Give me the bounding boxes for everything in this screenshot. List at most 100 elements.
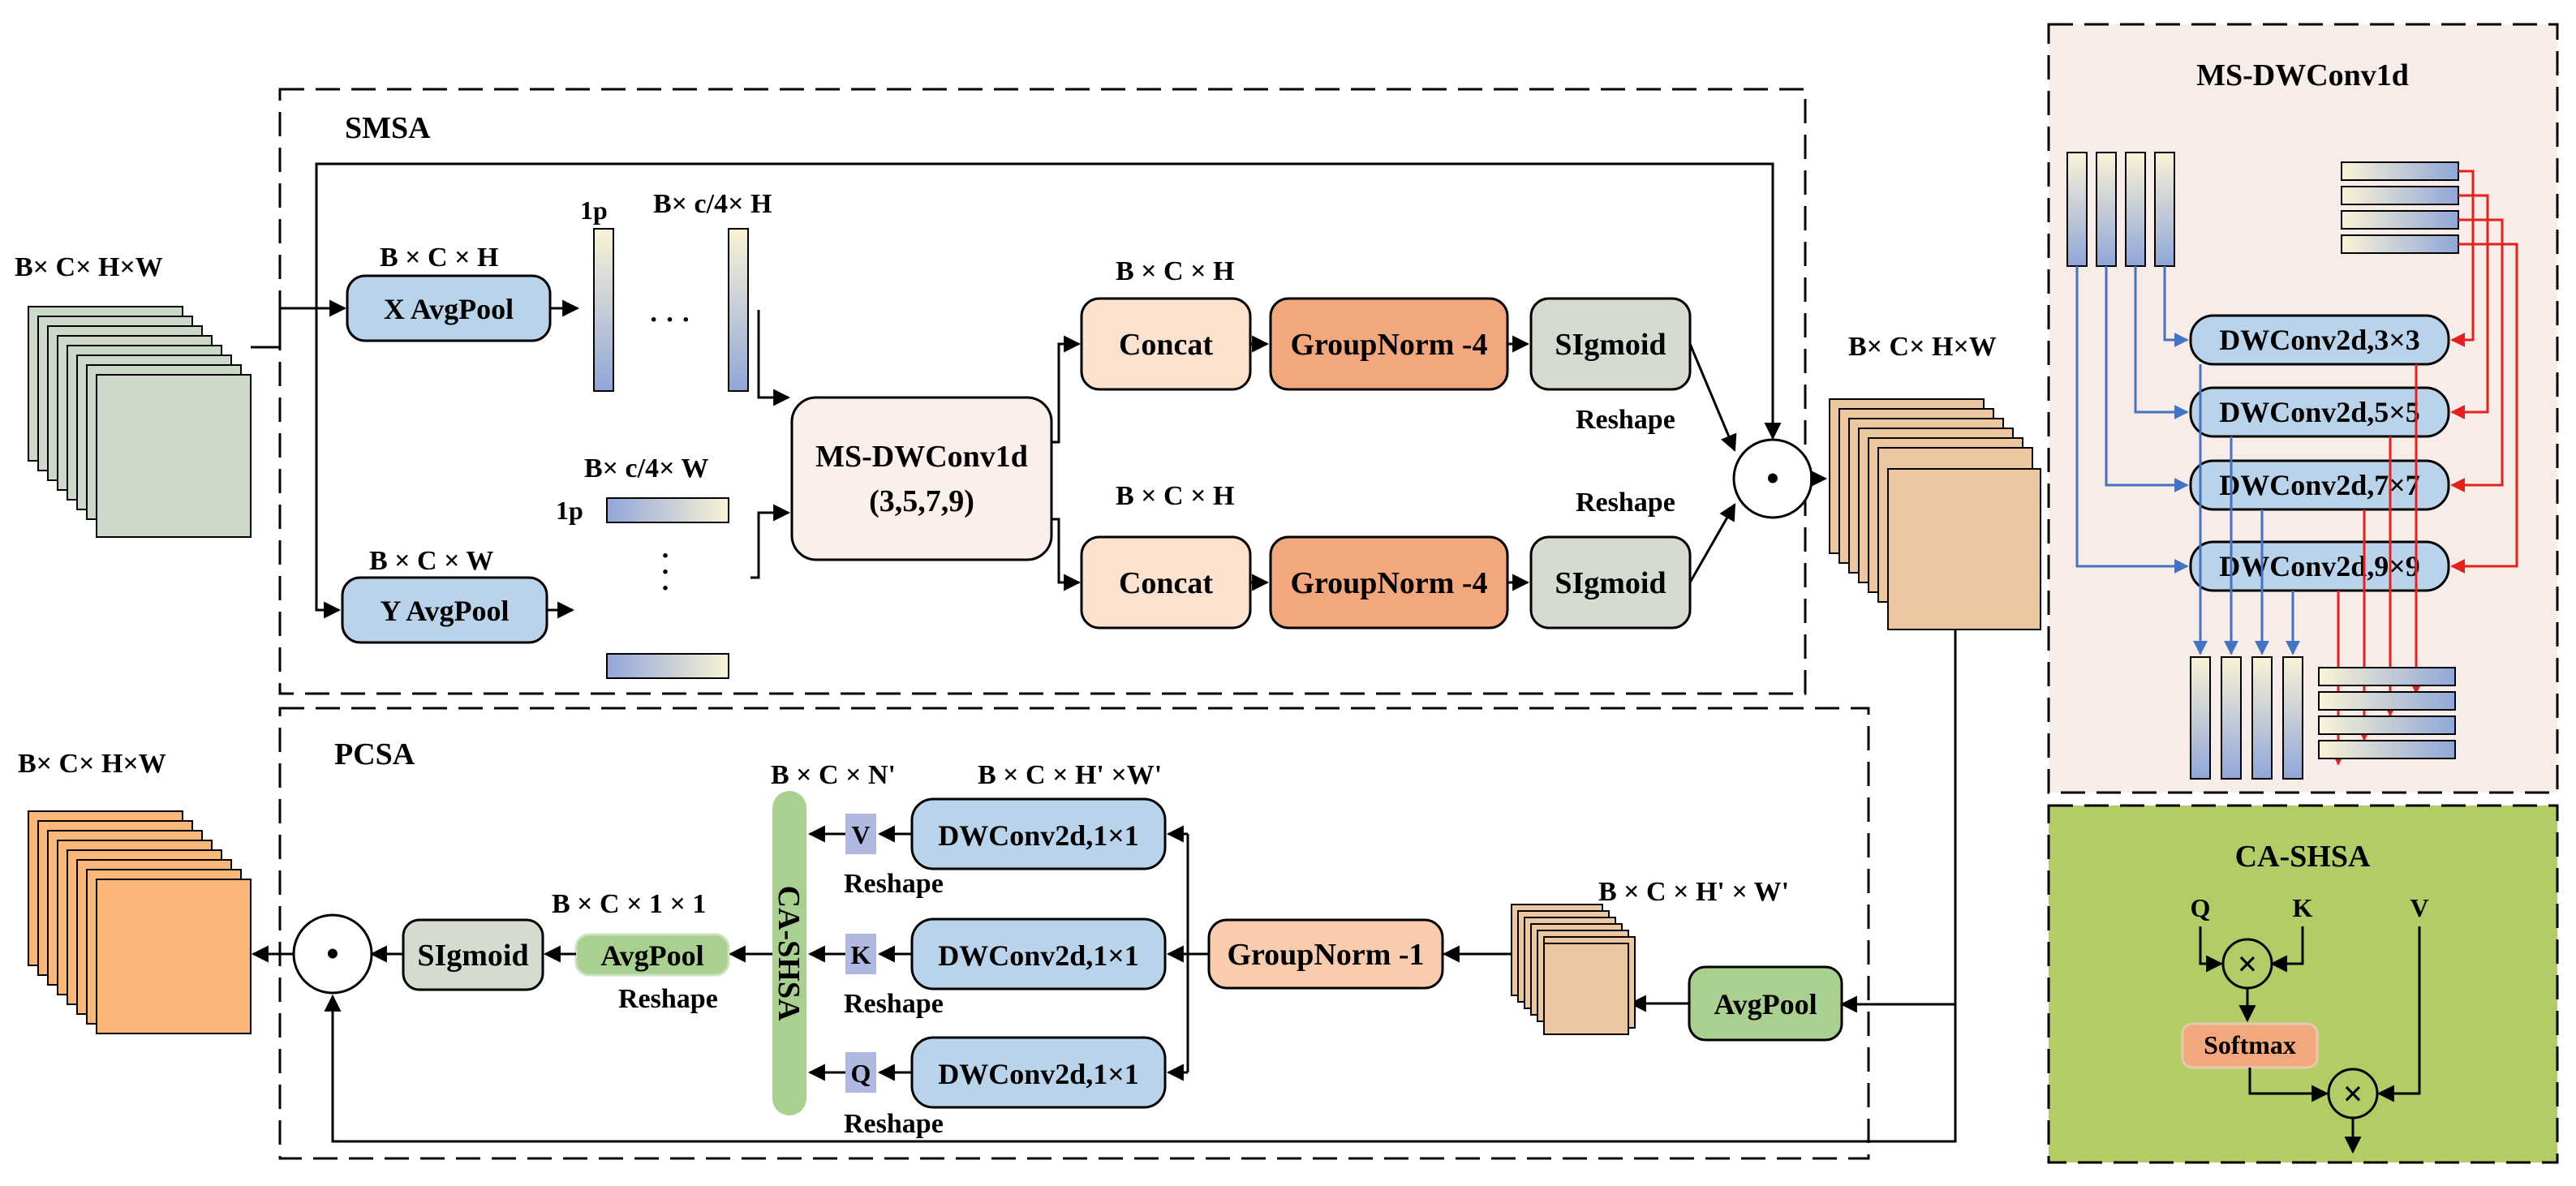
smsa-input-stack: [28, 306, 252, 538]
ms-in-hstrips: [2341, 161, 2459, 254]
q-box: [845, 1052, 876, 1093]
k-box: [845, 934, 876, 974]
pcsa-n-label: B × C × N': [771, 760, 896, 790]
ca-times-1-symbol: ×: [2237, 944, 2257, 984]
strip-1p-top: 1p: [580, 196, 608, 225]
ca-shsa-pill: [772, 791, 806, 1115]
ms-conv9-text: DWConv2d,9×9: [2219, 550, 2420, 582]
pcsa-input-label: B × C × H' × W': [1598, 877, 1789, 907]
sig-bottom-to-odot: [1688, 503, 1736, 583]
h-dots: · · ·: [649, 305, 690, 335]
ms-conv3-box: [2189, 314, 2450, 366]
ca-q-label: Q: [2191, 893, 2211, 922]
pcsa-odot-symbol: •: [326, 934, 338, 973]
msdw-to-top-concat: [1051, 335, 1082, 444]
ms-blue-arrows: [2075, 266, 2189, 574]
w-dots-2: ·: [660, 557, 669, 587]
pcsa-frame: [278, 707, 1870, 1160]
ms-conv7-box: [2189, 459, 2450, 511]
top-bypass-line: [315, 162, 1782, 440]
ms-conv9-box: [2189, 540, 2450, 592]
ca-k-arrow: [2269, 926, 2304, 973]
msdw-box: [790, 396, 1053, 561]
gn-bottom-text: GroupNorm -4: [1290, 566, 1487, 600]
smsa-title: SMSA: [345, 111, 431, 145]
ca-v-arrow: [2376, 926, 2421, 1102]
concat-bottom-shape: B × C × H: [1116, 481, 1234, 511]
concat-bottom-text: Concat: [1119, 566, 1213, 600]
ca-panel-frame: [2047, 804, 2559, 1164]
pcsa-output-label: B× C× H×W: [18, 749, 166, 779]
ms-panel-title: MS-DWConv1d: [2196, 58, 2409, 92]
pcsa-hw-label: B × C × H' ×W': [978, 760, 1162, 790]
reshape-bottom-label: Reshape: [1576, 488, 1675, 518]
input-to-ypool-arrow: [315, 308, 342, 619]
reshape-top-label: Reshape: [1576, 405, 1675, 435]
ca-v-label: V: [2410, 893, 2428, 922]
sig-top-to-odot: [1688, 343, 1737, 452]
sig-bottom-text: SIgmoid: [1555, 566, 1666, 600]
ca-softmax-to-times2: [2248, 1068, 2329, 1102]
msdw-to-bottom-concat: [1051, 518, 1082, 591]
strip-w-label: B× c/4× W: [584, 453, 708, 483]
x-avgpool-text: X AvgPool: [384, 293, 514, 325]
smsa-output-label: B× C× H×W: [1848, 332, 1997, 362]
gn1-branch: [1186, 834, 1209, 1072]
x-pool-shape-label: B × C × H: [380, 243, 498, 273]
c11-label: B × C × 1 × 1: [552, 889, 706, 919]
ca-q-arrow: [2199, 926, 2224, 973]
v-text: V: [851, 820, 870, 849]
pcsa-title: PCSA: [334, 737, 415, 771]
w-dots-1: ·: [660, 541, 669, 571]
ms-in-vstrips: [2066, 152, 2175, 267]
gn-top-text: GroupNorm -4: [1290, 328, 1487, 362]
ca-times-2-symbol: ×: [2342, 1074, 2363, 1114]
pcsa-sig-text: SIgmoid: [417, 939, 528, 973]
ca-panel-title: CA-SHSA: [2235, 840, 2371, 874]
ms-out-hstrips: [2318, 667, 2456, 759]
w-strip-n: [606, 653, 729, 679]
concat-top-shape: B × C × H: [1116, 256, 1234, 286]
w-strip-1: [606, 497, 729, 523]
ca-shsa-pill-text: CA-SHSA: [772, 886, 806, 1021]
pcsa-avgpool-text: AvgPool: [1714, 988, 1817, 1021]
y-pool-shape-label: B × C × W: [369, 546, 493, 576]
v-box: [845, 814, 876, 854]
h-strip-1: [593, 228, 614, 392]
dw-q-text: DWConv2d,1×1: [938, 1058, 1139, 1090]
avgpool-mid-text: AvgPool: [600, 939, 703, 972]
ms-conv5-text: DWConv2d,5×5: [2219, 396, 2420, 428]
smsa-input-label: B× C× H×W: [15, 252, 163, 282]
msdw-text-2: (3,5,7,9): [869, 484, 974, 518]
strip-1p-bottom: 1p: [556, 496, 583, 525]
pcsa-output-stack: [28, 810, 252, 1034]
concat-top-text: Concat: [1119, 328, 1213, 362]
ms-conv7-text: DWConv2d,7×7: [2219, 469, 2420, 501]
msdw-text-1: MS-DWConv1d: [815, 440, 1028, 474]
dw-k-text: DWConv2d,1×1: [938, 939, 1139, 972]
gn1-text: GroupNorm -1: [1227, 938, 1424, 972]
dw-v-text: DWConv2d,1×1: [938, 819, 1139, 852]
ms-conv5-box: [2189, 386, 2450, 438]
reshape-k-label: Reshape: [844, 989, 944, 1019]
smsa-frame: [278, 88, 1807, 695]
k-text: K: [851, 940, 871, 969]
ca-softmax-text: Softmax: [2204, 1030, 2296, 1059]
input-to-xpool-arrow: [251, 299, 347, 349]
ms-red-arrows: [2450, 170, 2518, 574]
reshape-v-label: Reshape: [844, 869, 944, 899]
pcsa-input-stack: [1511, 904, 1636, 1035]
q-text: Q: [851, 1059, 871, 1088]
ms-blue-out-arrows: [2193, 364, 2300, 655]
smsa-output-stack: [1829, 398, 2041, 630]
sig-top-text: SIgmoid: [1555, 328, 1666, 362]
reshape-q-label: Reshape: [844, 1109, 944, 1139]
ca-k-label: K: [2293, 893, 2313, 922]
h-strip-n: [728, 228, 749, 392]
ms-out-vstrips: [2190, 656, 2303, 780]
smsa-odot-symbol: •: [1766, 458, 1778, 498]
ms-conv3-text: DWConv2d,3×3: [2219, 324, 2420, 356]
w-dots-3: ·: [660, 574, 669, 604]
bottom-return-line: [324, 994, 1957, 1143]
